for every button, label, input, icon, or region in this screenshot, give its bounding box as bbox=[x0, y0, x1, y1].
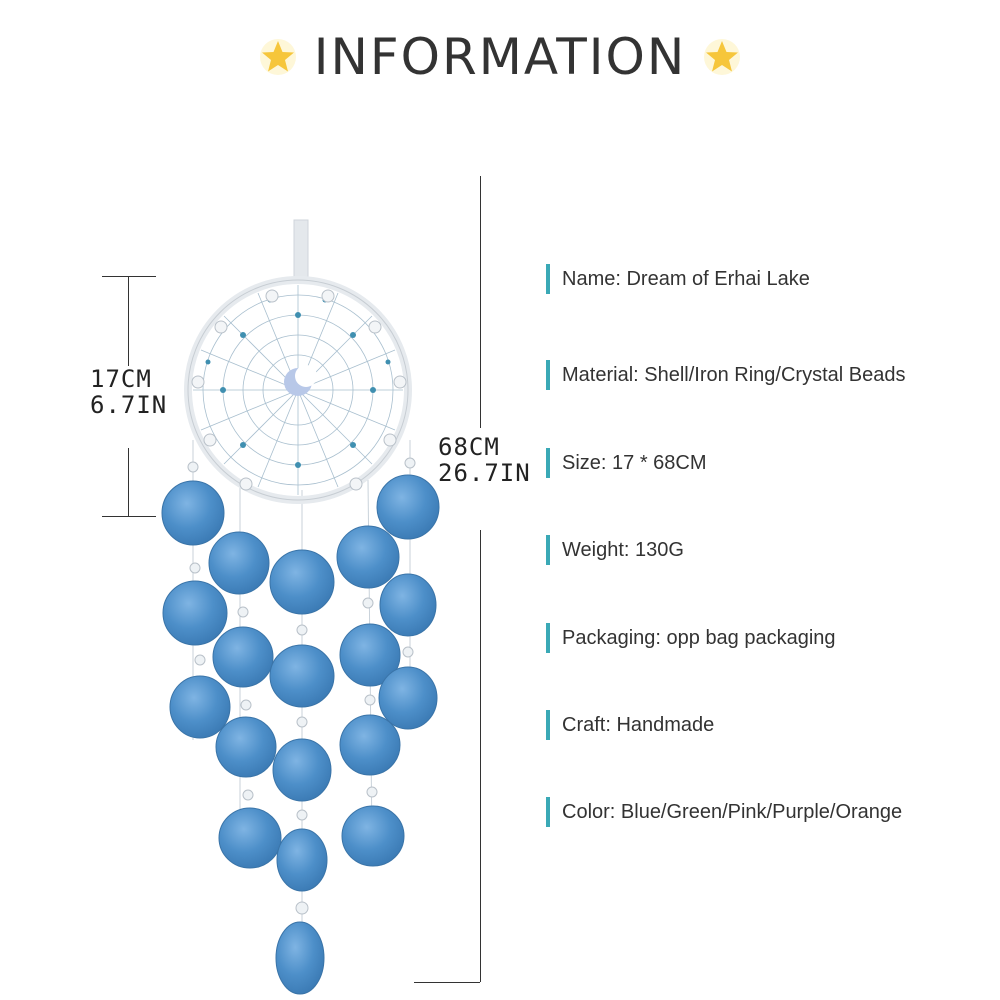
length-tick-bottom bbox=[414, 982, 480, 983]
length-in: 26.7IN bbox=[438, 459, 531, 487]
length-label: 68CM 26.7IN bbox=[438, 434, 531, 486]
spec-bullet bbox=[546, 360, 550, 390]
spec-bullet bbox=[546, 797, 550, 827]
length-line-lower bbox=[480, 530, 481, 982]
dimension-line-lower bbox=[128, 448, 129, 516]
spec-bullet bbox=[546, 535, 550, 565]
spec-text: Craft: Handmade bbox=[562, 713, 715, 736]
page-title: INFORMATION bbox=[313, 28, 687, 86]
length-line-upper bbox=[480, 176, 481, 428]
spec-size: Size: 17 * 68CM bbox=[546, 446, 707, 480]
spec-text: Weight: 130G bbox=[562, 538, 684, 561]
diameter-in: 6.7IN bbox=[90, 391, 168, 419]
spec-bullet bbox=[546, 623, 550, 653]
spec-text: Color: Blue/Green/Pink/Purple/Orange bbox=[562, 800, 903, 823]
dimension-line-upper bbox=[128, 276, 129, 366]
dimension-tick-bottom bbox=[102, 516, 156, 517]
spec-weight: Weight: 130G bbox=[546, 533, 684, 567]
diameter-cm: 17CM bbox=[90, 365, 152, 393]
spec-text: Size: 17 * 68CM bbox=[562, 451, 707, 474]
diameter-label: 17CM 6.7IN bbox=[90, 366, 167, 418]
star-icon bbox=[259, 39, 296, 75]
star-icon bbox=[704, 39, 741, 75]
dream-catcher-image bbox=[161, 219, 440, 995]
header: INFORMATION bbox=[0, 22, 1000, 92]
spec-packaging: Packaging: opp bag packaging bbox=[546, 621, 836, 655]
spec-color: Color: Blue/Green/Pink/Purple/Orange bbox=[546, 795, 902, 829]
spec-bullet bbox=[546, 264, 550, 294]
spec-text: Name: Dream of Erhai Lake bbox=[562, 267, 810, 290]
dimension-tick-top bbox=[102, 276, 156, 277]
spec-text: Material: Shell/Iron Ring/Crystal Beads bbox=[562, 363, 906, 386]
spec-craft: Craft: Handmade bbox=[546, 708, 714, 742]
spec-bullet bbox=[546, 710, 550, 740]
spec-bullet bbox=[546, 448, 550, 478]
spec-material: Material: Shell/Iron Ring/Crystal Beads bbox=[546, 358, 905, 392]
spec-text: Packaging: opp bag packaging bbox=[562, 626, 836, 649]
spec-name: Name: Dream of Erhai Lake bbox=[546, 262, 810, 296]
length-cm: 68CM bbox=[438, 433, 500, 461]
